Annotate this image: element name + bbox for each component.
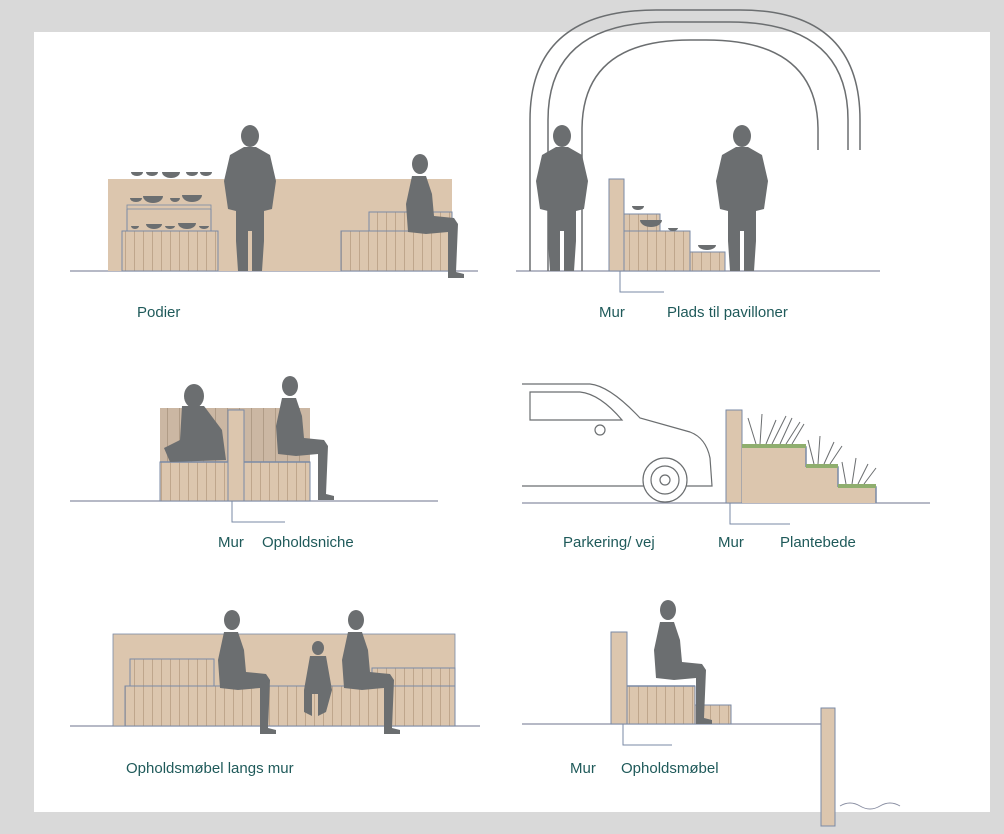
panel-podier (70, 125, 478, 278)
person-leaning (164, 384, 226, 462)
pavillon-arches (529, 9, 861, 271)
label-moebel-mur: Mur (570, 760, 596, 777)
panel-pavillon (516, 9, 880, 293)
panel-moebel (522, 600, 901, 827)
label-parkering: Parkering/ vej (563, 534, 655, 551)
panel-langs-mur (70, 610, 480, 734)
label-moebel: Opholdsmøbel (621, 760, 719, 777)
label-niche-mur: Mur (218, 534, 244, 551)
label-langs-mur: Opholdsmøbel langs mur (126, 760, 294, 777)
grasses (747, 413, 877, 485)
panel-niche (70, 376, 438, 523)
label-pavillon-mur: Mur (599, 304, 625, 321)
label-niche: Opholdsniche (262, 534, 354, 551)
bowls (130, 172, 212, 229)
label-podier: Podier (137, 304, 181, 321)
car-outline (522, 383, 713, 503)
label-plantebede-mur: Mur (718, 534, 744, 551)
child (304, 641, 332, 716)
label-pavillon: Plads til pavilloner (667, 304, 788, 321)
panel-plantebede (522, 383, 930, 525)
label-plantebede: Plantebede (780, 534, 856, 551)
